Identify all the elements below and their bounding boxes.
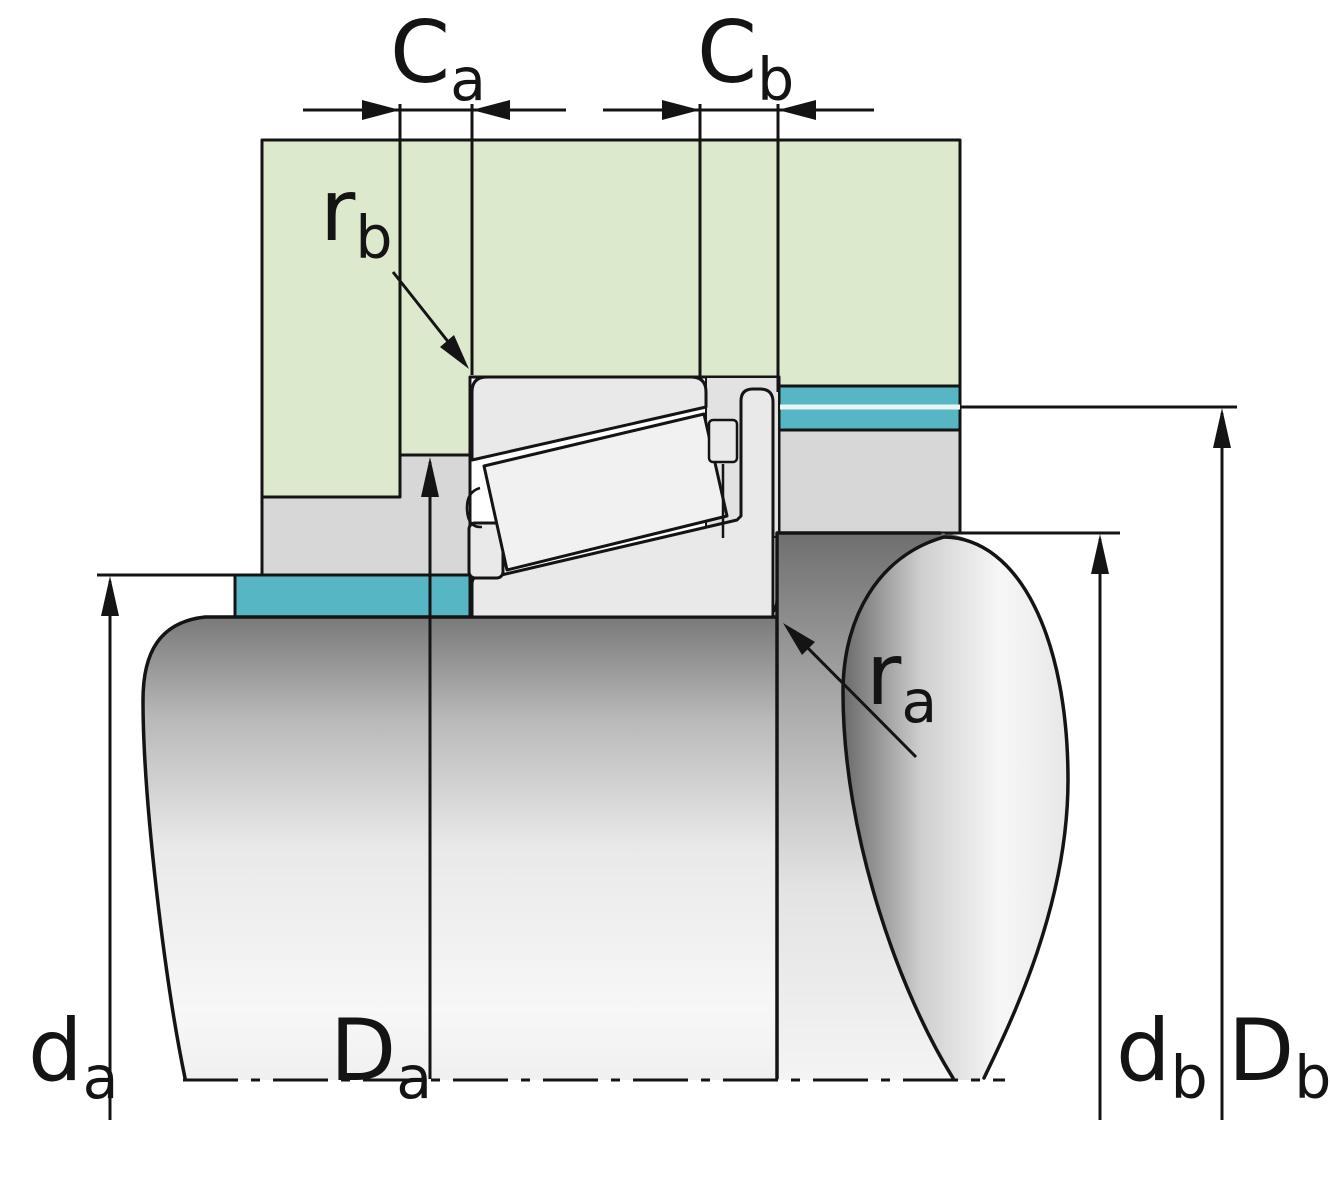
label-rb-sub: b: [355, 204, 393, 273]
label-Da: Da: [330, 1008, 432, 1108]
dimension-group: [97, 100, 1237, 1120]
label-ra-sub: a: [901, 668, 938, 737]
label-Db-main: D: [1228, 1001, 1295, 1101]
label-db: db: [1116, 1008, 1208, 1108]
arrowhead-ca-right: [472, 100, 510, 120]
label-ra: ra: [866, 632, 937, 732]
shaft-fillet-surface: [843, 537, 1068, 1080]
label-da-main: d: [28, 1001, 83, 1101]
label-cb: Cb: [697, 10, 794, 110]
label-cb-sub: b: [757, 46, 795, 115]
cage-left: [465, 486, 483, 529]
arrowhead-ra: [783, 623, 815, 655]
shaft-body-outline: [141, 615, 779, 1080]
label-ra-main: r: [866, 625, 902, 725]
arrowhead-db: [1091, 534, 1109, 574]
label-Db: Db: [1228, 1008, 1330, 1108]
leader-ra: [789, 629, 918, 759]
shaft-shoulder-outline: [775, 531, 942, 1080]
label-da: da: [28, 1008, 118, 1108]
label-ca-main: C: [390, 3, 451, 103]
arrowhead-da: [101, 576, 119, 616]
label-ca-sub: a: [450, 46, 486, 115]
arrowhead-cb-right: [778, 100, 816, 120]
arrowhead-cb-left: [662, 100, 700, 120]
label-da-sub: a: [82, 1044, 119, 1113]
cage-right: [707, 418, 739, 464]
arrowhead-ca-left: [362, 100, 400, 120]
label-rb: rb: [320, 168, 392, 268]
arrowhead-Da: [421, 457, 439, 497]
label-db-sub: b: [1170, 1044, 1208, 1113]
arrowhead-Db: [1213, 408, 1231, 448]
shaft-group: [141, 531, 1070, 1080]
shaft-fillet-outline: [841, 535, 1070, 1080]
tapered-roller: [482, 412, 729, 572]
shaft-body: [143, 617, 777, 1080]
label-cb-main: C: [697, 3, 758, 103]
label-db-main: d: [1116, 1001, 1171, 1101]
label-ca: Ca: [390, 10, 486, 110]
label-Db-sub: b: [1294, 1044, 1330, 1113]
spacer-sleeve-left: [233, 573, 472, 619]
abutment-washer-right: [777, 428, 962, 535]
label-Da-main: D: [330, 1001, 397, 1101]
label-Da-sub: a: [396, 1044, 433, 1113]
outer-ring: [470, 375, 708, 462]
label-rb-main: r: [320, 161, 356, 261]
arrowhead-rb: [440, 335, 469, 369]
bearing-group: [465, 375, 775, 619]
